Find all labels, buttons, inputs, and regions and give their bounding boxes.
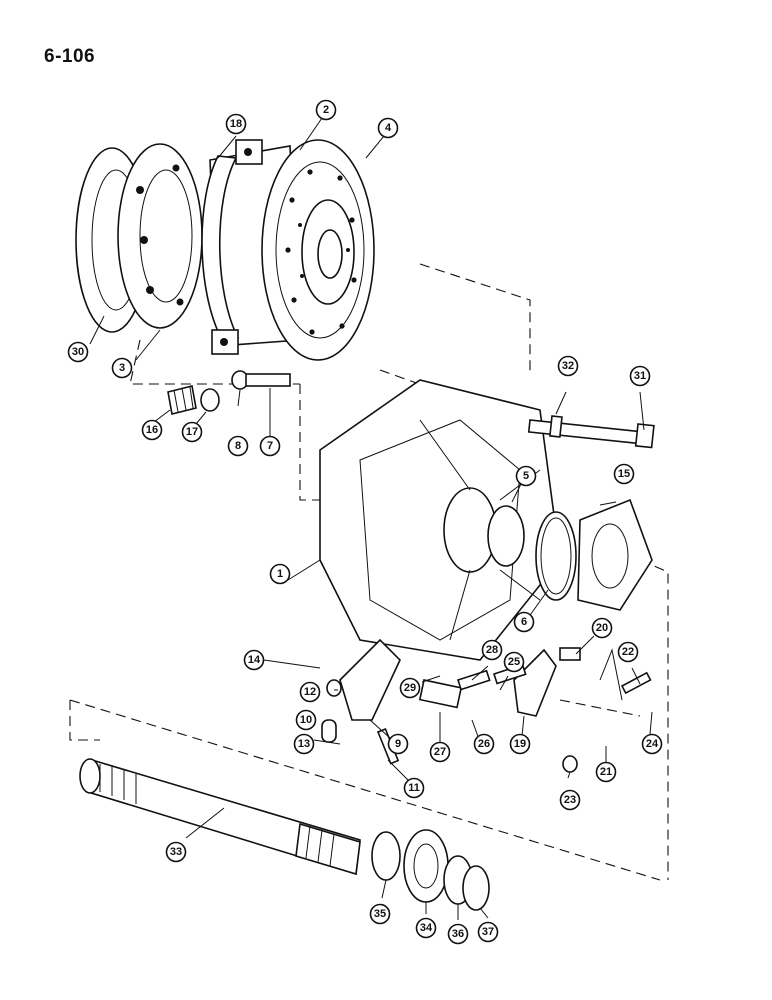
callout-36: 36 xyxy=(447,923,469,945)
svg-text:21: 21 xyxy=(600,766,612,778)
svg-text:14: 14 xyxy=(248,654,261,666)
svg-text:12: 12 xyxy=(304,686,316,698)
callout-26: 26 xyxy=(473,733,495,755)
svg-text:23: 23 xyxy=(564,794,576,806)
svg-text:5: 5 xyxy=(523,470,529,482)
svg-text:34: 34 xyxy=(420,922,433,934)
clutch-housing xyxy=(319,379,561,661)
svg-text:17: 17 xyxy=(186,426,198,438)
callout-15: 15 xyxy=(613,463,635,485)
clutch-disc xyxy=(261,139,375,361)
svg-text:30: 30 xyxy=(72,346,84,358)
svg-text:18: 18 xyxy=(230,118,242,130)
callout-13: 13 xyxy=(293,733,315,755)
svg-text:26: 26 xyxy=(478,738,490,750)
callout-33: 33 xyxy=(165,841,187,863)
svg-text:19: 19 xyxy=(514,738,526,750)
callout-1: 1 xyxy=(269,563,291,585)
svg-text:6: 6 xyxy=(521,616,527,628)
callout-4: 4 xyxy=(377,117,399,139)
svg-text:36: 36 xyxy=(452,928,464,940)
leader-lines xyxy=(89,117,653,920)
callout-32: 32 xyxy=(557,355,579,377)
spring-and-bolt-parts xyxy=(167,370,291,415)
dashed-group-lines xyxy=(69,263,669,881)
callout-11: 11 xyxy=(403,777,425,799)
svg-text:25: 25 xyxy=(508,656,520,668)
svg-text:29: 29 xyxy=(404,682,416,694)
svg-text:2: 2 xyxy=(323,104,329,116)
callout-34: 34 xyxy=(415,917,437,939)
svg-text:4: 4 xyxy=(385,122,392,134)
callout-16: 16 xyxy=(141,419,163,441)
callout-20: 20 xyxy=(591,617,613,639)
svg-text:24: 24 xyxy=(646,738,659,750)
svg-text:35: 35 xyxy=(374,908,386,920)
callout-31: 31 xyxy=(629,365,651,387)
callout-35: 35 xyxy=(369,903,391,925)
callout-2: 2 xyxy=(315,99,337,121)
callout-21: 21 xyxy=(595,761,617,783)
callout-29: 29 xyxy=(399,677,421,699)
callout-12: 12 xyxy=(299,681,321,703)
callout-27: 27 xyxy=(429,741,451,763)
callout-7: 7 xyxy=(259,435,281,457)
callout-14: 14 xyxy=(243,649,265,671)
callout-37: 37 xyxy=(477,921,499,943)
svg-text:16: 16 xyxy=(146,424,158,436)
svg-text:33: 33 xyxy=(170,846,182,858)
svg-text:11: 11 xyxy=(408,782,420,794)
callout-8: 8 xyxy=(227,435,249,457)
input-shaft xyxy=(79,758,361,876)
svg-text:32: 32 xyxy=(562,360,574,372)
svg-text:15: 15 xyxy=(618,468,630,480)
long-bolt xyxy=(527,415,655,449)
svg-text:1: 1 xyxy=(277,568,283,580)
callout-30: 30 xyxy=(67,341,89,363)
callout-10: 10 xyxy=(295,709,317,731)
svg-text:22: 22 xyxy=(622,646,634,658)
svg-text:27: 27 xyxy=(434,746,446,758)
release-fork-linkage xyxy=(321,638,652,773)
callout-5: 5 xyxy=(515,465,537,487)
svg-text:10: 10 xyxy=(300,714,312,726)
callout-25: 25 xyxy=(503,651,525,673)
callout-22: 22 xyxy=(617,641,639,663)
callout-28: 28 xyxy=(481,639,503,661)
svg-text:13: 13 xyxy=(298,738,310,750)
svg-text:9: 9 xyxy=(395,738,401,750)
callout-18: 18 xyxy=(225,113,247,135)
bearing-and-rings xyxy=(371,829,490,911)
callout-17: 17 xyxy=(181,421,203,443)
callout-19: 19 xyxy=(509,733,531,755)
svg-text:7: 7 xyxy=(267,440,273,452)
svg-text:20: 20 xyxy=(596,622,608,634)
callout-6: 6 xyxy=(513,611,535,633)
page-number: 6-106 xyxy=(44,46,96,67)
svg-text:37: 37 xyxy=(482,926,494,938)
callout-24: 24 xyxy=(641,733,663,755)
svg-text:28: 28 xyxy=(486,644,498,656)
svg-text:31: 31 xyxy=(634,370,646,382)
svg-text:8: 8 xyxy=(235,440,241,452)
callout-3: 3 xyxy=(111,357,133,379)
release-plate xyxy=(117,143,203,329)
callout-9: 9 xyxy=(387,733,409,755)
snap-ring-and-plate xyxy=(535,498,653,611)
svg-text:3: 3 xyxy=(119,362,125,374)
callout-23: 23 xyxy=(559,789,581,811)
